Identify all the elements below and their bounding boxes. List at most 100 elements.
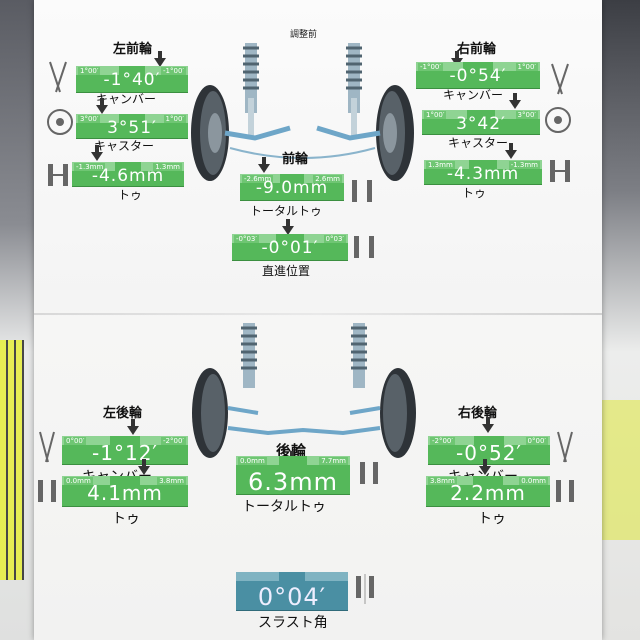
front-total-toe-label: トータルトゥ <box>250 204 323 218</box>
rear-right-heading: 右後輪 <box>458 406 498 421</box>
toe-diagram-icon <box>38 480 56 502</box>
gauge-min-label: 3°00′ <box>78 115 101 123</box>
thrust-angle-label: スラスト角 <box>258 615 328 631</box>
gauge-min-label: 3.8mm <box>428 477 457 485</box>
gauge-min-label: 0.0mm <box>238 457 267 465</box>
paper-fold <box>34 313 602 315</box>
rear-left-camber-gauge: 0°00′ -2°00′ -1°12′ <box>62 436 188 465</box>
rear-suspension-illustration <box>192 323 416 458</box>
toe-diagram-icon <box>550 160 570 182</box>
rear-total-toe-label: トータルトゥ <box>242 499 326 515</box>
gauge-max-label: 1°00′ <box>163 115 186 123</box>
front-straight-value: -0°01′ <box>261 238 319 258</box>
toe-diagram-icon <box>556 480 574 502</box>
camber-diagram-icon <box>39 431 55 463</box>
rear-right-toe-label: トゥ <box>478 511 506 527</box>
gauge-max-label: -1°00′ <box>161 67 186 75</box>
rear-right-camber-value: -0°52′ <box>456 441 522 465</box>
gauge-max-label: 0.0mm <box>519 477 548 485</box>
gauge-max-label: 3°00′ <box>515 111 538 119</box>
rear-left-toe-label: トゥ <box>112 511 140 527</box>
arrow-down-icon <box>505 143 517 159</box>
page-title: 調整前 <box>290 30 318 40</box>
rear-total-toe-gauge: 0.0mm 7.7mm 6.3mm <box>236 456 350 496</box>
gauge-min-label: -2.6mm <box>242 175 274 183</box>
toe-diagram-icon <box>360 462 378 484</box>
gauge-max-label: 3.8mm <box>157 477 186 485</box>
rear-right-camber-gauge: -2°00′ 0°00′ -0°52′ <box>428 436 550 465</box>
gauge-min-label: -0°03′ <box>234 235 259 243</box>
camber-diagram-icon <box>557 431 573 463</box>
gauge-min-label: 1°00′ <box>78 67 101 75</box>
front-left-camber-value: -1°40′ <box>103 70 161 90</box>
arrow-down-icon <box>138 459 150 475</box>
rear-left-toe-value: 4.1mm <box>87 481 163 505</box>
gauge-min-label: -1°00′ <box>418 63 443 71</box>
front-suspension-illustration <box>191 43 414 181</box>
front-right-camber-value: -0°54′ <box>449 66 507 86</box>
gauge-min-label: 1.3mm <box>426 161 455 169</box>
front-right-toe-gauge: 1.3mm -1.3mm -4.3mm <box>424 160 542 185</box>
front-total-toe-gauge: -2.6mm 2.6mm -9.0mm <box>240 174 344 201</box>
toe-diagram-icon <box>48 164 68 186</box>
arrow-down-icon <box>91 145 103 161</box>
front-right-camber-label: キャンバー <box>443 88 504 102</box>
background-sticker-right <box>600 400 640 540</box>
rear-left-toe-gauge: 0.0mm 3.8mm 4.1mm <box>62 476 188 507</box>
arrow-down-icon <box>96 98 108 114</box>
rear-right-toe-gauge: 3.8mm 0.0mm 2.2mm <box>426 476 550 507</box>
front-left-toe-gauge: -1.3mm 1.3mm -4.6mm <box>72 162 184 187</box>
gauge-min-label: 0°00′ <box>64 437 87 445</box>
front-left-camber-gauge: 1°00′ -1°00′ -1°40′ <box>76 66 188 93</box>
front-left-toe-value: -4.6mm <box>91 166 165 186</box>
gauge-max-label: 1.3mm <box>153 163 182 171</box>
gauge-max-label: -1.3mm <box>508 161 540 169</box>
arrow-down-icon <box>154 51 166 67</box>
gauge-max-label: 7.7mm <box>319 457 348 465</box>
camber-diagram-icon <box>49 61 67 93</box>
thrust-angle-value: 0°04′ <box>257 583 327 611</box>
camber-diagram-icon <box>551 63 569 95</box>
alignment-report-sheet <box>34 0 602 640</box>
arrow-down-icon <box>482 417 494 433</box>
arrow-down-icon <box>479 459 491 475</box>
caster-diagram-icon <box>47 109 73 135</box>
gauge-min-label: 0.0mm <box>64 477 93 485</box>
front-right-caster-value: 3°42′ <box>456 114 506 134</box>
front-right-camber-gauge: -1°00′ 1°00′ -0°54′ <box>416 62 540 89</box>
gauge-max-label: 0°03′ <box>323 235 346 243</box>
caster-diagram-icon <box>545 107 571 133</box>
arrow-down-icon <box>258 157 270 173</box>
front-left-caster-value: 3°51′ <box>107 118 157 138</box>
rear-total-toe-value: 6.3mm <box>248 468 338 496</box>
rear-left-camber-value: -1°12′ <box>92 441 158 465</box>
front-right-heading: 右前輪 <box>457 42 497 57</box>
front-left-caster-label: キャスター <box>94 139 155 153</box>
front-right-toe-value: -4.3mm <box>446 164 520 184</box>
front-straight-label: 直進位置 <box>262 264 311 278</box>
gauge-max-label: 0°00′ <box>525 437 548 445</box>
toe-diagram-icon <box>352 180 372 202</box>
arrow-down-icon <box>127 419 139 435</box>
thrust-diagram-icon <box>356 574 374 604</box>
gauge-max-label: -2°00′ <box>161 437 186 445</box>
front-total-toe-value: -9.0mm <box>255 178 329 198</box>
front-right-caster-gauge: 1°00′ 3°00′ 3°42′ <box>422 110 540 135</box>
arrow-down-icon <box>282 219 294 235</box>
gauge-min-label: -2°00′ <box>430 437 455 445</box>
front-left-caster-gauge: 3°00′ 1°00′ 3°51′ <box>76 114 188 139</box>
front-left-toe-label: トゥ <box>118 188 143 202</box>
gauge-max-label: 1°00′ <box>515 63 538 71</box>
front-right-caster-label: キャスター <box>448 136 509 150</box>
thrust-angle-gauge: 0°04′ <box>236 572 348 611</box>
arrow-down-icon <box>509 93 521 109</box>
rear-right-toe-value: 2.2mm <box>450 481 526 505</box>
gauge-min-label: 1°00′ <box>424 111 447 119</box>
rear-left-heading: 左後輪 <box>103 406 143 421</box>
front-right-toe-label: トゥ <box>462 186 487 200</box>
front-left-camber-label: キャンバー <box>96 92 157 106</box>
gauge-min-label: -1.3mm <box>74 163 106 171</box>
front-left-heading: 左前輪 <box>113 42 153 57</box>
front-straight-gauge: -0°03′ 0°03′ -0°01′ <box>232 234 348 261</box>
gauge-max-label: 2.6mm <box>313 175 342 183</box>
